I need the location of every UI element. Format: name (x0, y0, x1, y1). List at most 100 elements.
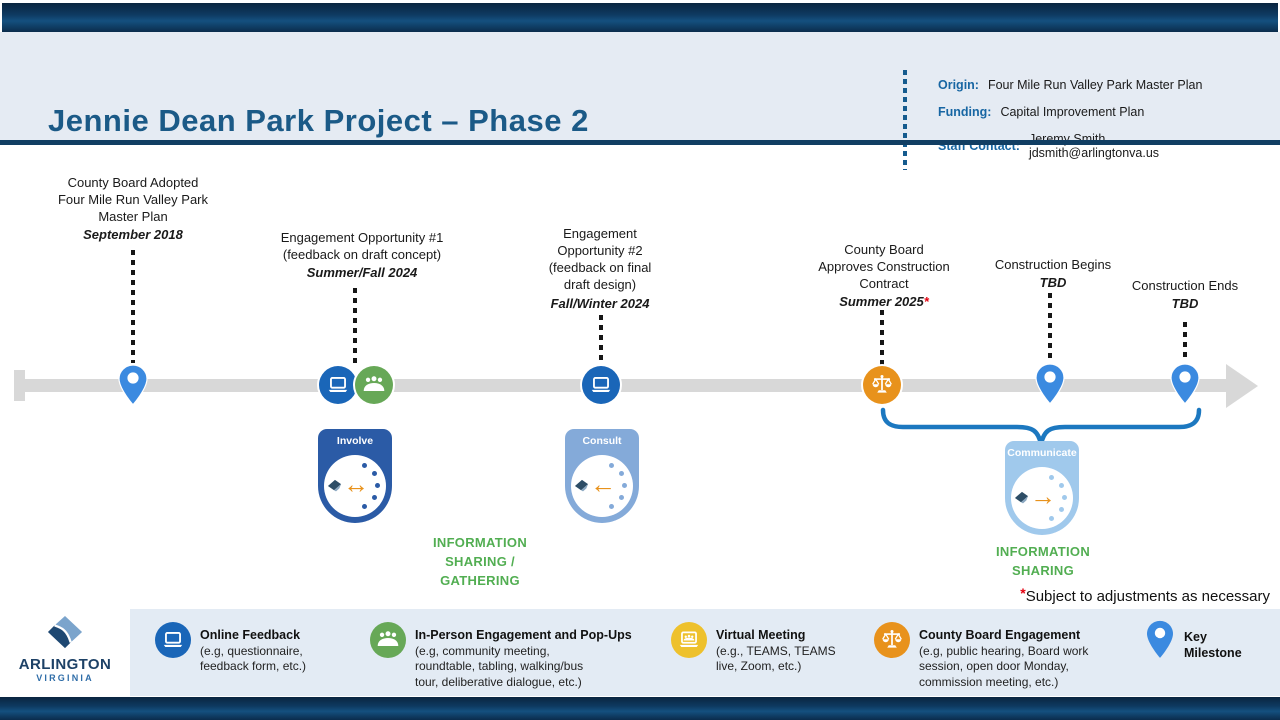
badge-consult: Consult ← (565, 429, 639, 523)
asterisk-marker: * (1020, 585, 1026, 601)
top-accent-bar (2, 3, 1278, 32)
spectrum-dot (1049, 475, 1054, 480)
note-information-sharing: INFORMATION SHARING (995, 544, 1091, 578)
legend-item-key-milestone (1146, 620, 1174, 664)
milestone-title: County Board Approves Construction Contr… (818, 242, 950, 292)
origin-row: Origin: Four Mile Run Valley Park Master… (938, 78, 1268, 92)
info-dotted-divider (903, 70, 907, 170)
origin-value: Four Mile Run Valley Park Master Plan (987, 78, 1203, 92)
badge-communicate: Communicate → (1005, 441, 1079, 535)
spectrum-dot (362, 463, 367, 468)
spectrum-dot (609, 504, 614, 509)
logo-text-virginia: VIRGINIA (36, 673, 94, 683)
milestone-date: TBD (1171, 296, 1199, 312)
spectrum-dot (609, 463, 614, 468)
staff-contact-row: Staff Contact: Jeremy Smith jdsmith@arli… (938, 132, 1268, 160)
milestone-pin-icon (1147, 620, 1173, 658)
note-information-sharing-gathering: INFORMATION SHARING / GATHERING (432, 535, 528, 588)
online-feedback-icon (319, 366, 357, 404)
spectrum-dot (375, 483, 380, 488)
arrow-icon: → (1030, 481, 1056, 511)
milestone-date: September 2018 (83, 227, 183, 243)
spectrum-dot (1062, 495, 1067, 500)
legend-text-county-board: County Board Engagement (e.g, public hea… (919, 627, 1149, 690)
leader-line (353, 288, 357, 366)
logo-text-arlington: ARLINGTON (18, 656, 112, 673)
leader-line (131, 250, 135, 363)
milestone-pin-icon (1035, 363, 1065, 405)
legend-item-county-board (874, 622, 910, 658)
leader-line (1183, 322, 1187, 362)
legend-text-in-person: In-Person Engagement and Pop-Ups (e.g, c… (415, 627, 650, 690)
staff-contact-email: jdsmith@arlingtonva.us (1028, 146, 1160, 160)
header: Jennie Dean Park Project – Phase 2 Origi… (0, 32, 1280, 170)
arlington-logo: ARLINGTON VIRGINIA (0, 609, 130, 696)
spectrum-dot (372, 495, 377, 500)
spectrum-dot (1059, 507, 1064, 512)
milestone-title: County Board Adopted Four Mile Run Valle… (57, 175, 209, 225)
header-rule (0, 140, 1280, 145)
online-feedback-icon (582, 366, 620, 404)
milestone-date: Summer/Fall 2024 (306, 265, 418, 281)
legend-desc: (e.g, questionnaire, feedback form, etc.… (200, 644, 307, 674)
spectrum-dot (1059, 483, 1064, 488)
funding-row: Funding: Capital Improvement Plan (938, 105, 1268, 119)
arrow-icon: ← (590, 469, 616, 499)
badge-circle: → (1011, 467, 1073, 529)
legend-title: In-Person Engagement and Pop-Ups (415, 628, 632, 642)
legend-item-virtual-meeting (671, 622, 707, 658)
laptop-icon (155, 622, 191, 658)
milestone-pin-icon (1170, 363, 1200, 405)
leader-line (1048, 293, 1052, 361)
spectrum-dot (619, 471, 624, 476)
legend-item-online-feedback (155, 622, 191, 658)
leader-line (880, 310, 884, 366)
legend-text-virtual-meeting: Virtual Meeting (e.g., TEAMS, TEAMS live… (716, 627, 866, 675)
leader-line (599, 315, 603, 368)
legend-desc: (e.g, community meeting, roundtable, tab… (415, 644, 584, 689)
arrow-icon: ↔ (343, 469, 369, 499)
staff-contact-value: Jeremy Smith jdsmith@arlingtonva.us (1029, 132, 1159, 160)
legend-title: Online Feedback (200, 628, 301, 642)
milestone-label-engagement-1: Engagement Opportunity #1 (feedback on d… (252, 229, 472, 281)
page-title: Jennie Dean Park Project – Phase 2 (48, 103, 589, 138)
badge-label: Consult (582, 435, 622, 447)
county-board-scales-icon (863, 366, 901, 404)
milestone-label-engagement-2: Engagement Opportunity #2 (feedback on f… (520, 225, 680, 312)
spectrum-dot (622, 483, 627, 488)
milestone-title: Construction Begins (994, 257, 1112, 272)
legend-title: Key Milestone (1184, 630, 1242, 660)
timeline-arrowhead-icon (1226, 364, 1258, 408)
legend-text-key-milestone: Key Milestone (1184, 629, 1274, 662)
legend-desc: (e.g, public hearing, Board work session… (919, 644, 1089, 689)
milestone-date: TBD (1039, 275, 1067, 291)
badge-circle: ↔ (324, 455, 386, 517)
milestone-label-master-plan: County Board Adopted Four Mile Run Valle… (33, 174, 233, 244)
funding-label: Funding: (938, 105, 992, 119)
badge-label: Involve (336, 435, 374, 447)
milestone-date: Fall/Winter 2024 (550, 295, 650, 311)
virtual-meeting-icon (671, 622, 707, 658)
milestone-title: Engagement Opportunity #1 (feedback on d… (280, 230, 444, 263)
timeline-bar (14, 379, 1226, 392)
badge-label: Communicate (1007, 447, 1077, 459)
badge-circle: ← (571, 455, 633, 517)
milestone-date: Summer 2025* (839, 294, 929, 310)
footnote-text: Subject to adjustments as necessary (1025, 588, 1270, 605)
community-diamond-icon (574, 479, 589, 492)
spectrum-dot (619, 495, 624, 500)
badge-involve: Involve ↔ (318, 429, 392, 523)
legend-title: Virtual Meeting (716, 628, 806, 642)
legend-text-online-feedback: Online Feedback (e.g, questionnaire, fee… (200, 627, 360, 675)
legend-desc: (e.g., TEAMS, TEAMS live, Zoom, etc.) (716, 644, 836, 674)
legend-title: County Board Engagement (919, 628, 1081, 642)
legend-item-in-person (370, 622, 406, 658)
milestone-label-construction-begins: Construction Begins TBD (973, 256, 1133, 291)
spectrum-dot (372, 471, 377, 476)
milestone-title: Construction Ends (1131, 278, 1239, 293)
arlington-diamond-icon (47, 615, 83, 649)
people-icon (370, 622, 406, 658)
milestone-title: Engagement Opportunity #2 (feedback on f… (548, 226, 652, 293)
scales-icon (874, 622, 910, 658)
